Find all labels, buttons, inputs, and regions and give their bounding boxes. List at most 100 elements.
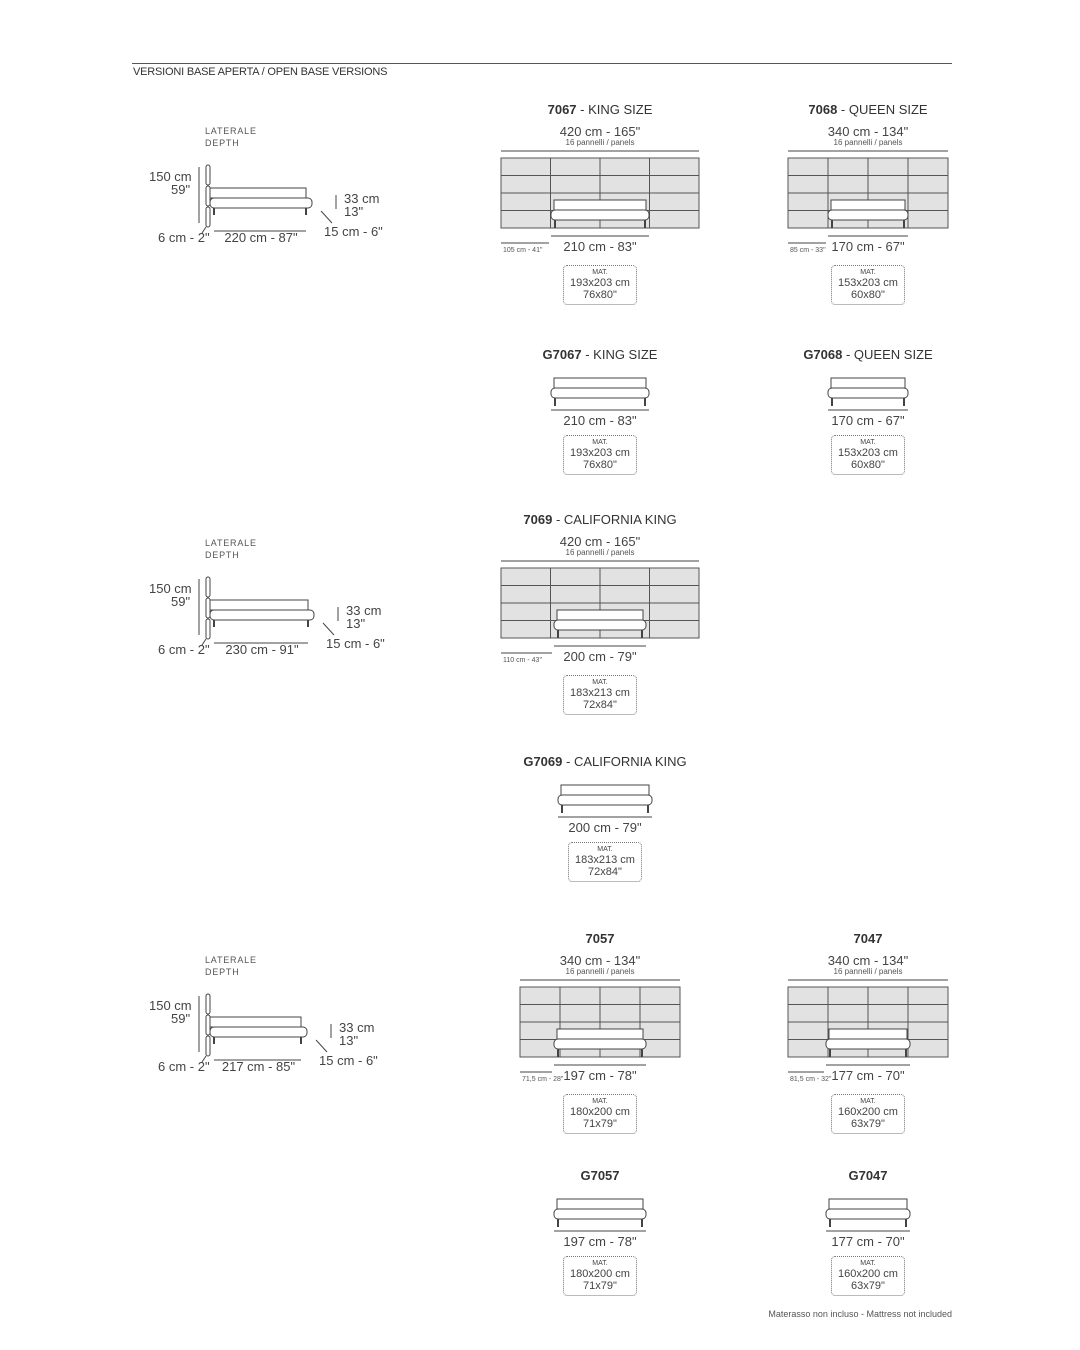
side-mattress bbox=[209, 609, 315, 621]
product-title: G7069 - CALIFORNIA KING bbox=[523, 754, 686, 769]
height-cm: 150 cm bbox=[149, 581, 192, 596]
mat-in: 72x84" bbox=[583, 699, 617, 711]
panel-width: 420 cm - 165" bbox=[559, 534, 641, 549]
mattress-height-in: 13" bbox=[344, 204, 364, 219]
clearance-line bbox=[322, 622, 335, 636]
product-size: - QUEEN SIZE bbox=[840, 102, 928, 117]
bed-mattress bbox=[550, 387, 650, 399]
bed-width: 200 cm - 79" bbox=[568, 820, 642, 835]
mat-in: 71x79" bbox=[583, 1280, 617, 1292]
mat-cm: 160x200 cm bbox=[838, 1268, 898, 1280]
product-code: 7057 bbox=[585, 931, 615, 946]
mattress-height-in: 13" bbox=[339, 1033, 359, 1048]
mat-in: 71x79" bbox=[583, 1118, 617, 1130]
bed-mattress bbox=[827, 387, 909, 399]
product-code: G7069 bbox=[523, 754, 563, 769]
bed-headboard bbox=[556, 1028, 644, 1040]
mat-label: MAT. bbox=[860, 269, 876, 276]
side-mattress bbox=[209, 1026, 308, 1038]
headboard-cushion bbox=[205, 164, 211, 186]
mat-in: 63x79" bbox=[851, 1118, 885, 1130]
bed-mattress bbox=[550, 209, 650, 221]
side-upper bbox=[209, 599, 309, 611]
mat-label: MAT. bbox=[597, 846, 613, 853]
side-offset: 71,5 cm - 28" bbox=[522, 1076, 564, 1083]
mat-in: 76x80" bbox=[583, 289, 617, 301]
product-code: 7068 bbox=[808, 102, 838, 117]
mat-label: MAT. bbox=[860, 439, 876, 446]
bed-length: 220 cm - 87" bbox=[224, 230, 298, 245]
product-size: - QUEEN SIZE bbox=[845, 347, 933, 362]
mat-label: MAT. bbox=[592, 1260, 608, 1267]
product-title: 7067 - KING SIZE bbox=[548, 102, 653, 117]
product-code: 7069 bbox=[523, 512, 553, 527]
mat-label: MAT. bbox=[592, 1098, 608, 1105]
mat-cm: 183x213 cm bbox=[570, 687, 630, 699]
headboard-depth: 6 cm - 2" bbox=[158, 230, 210, 245]
mat-cm: 180x200 cm bbox=[570, 1268, 630, 1280]
bed-width: 197 cm - 78" bbox=[563, 1234, 637, 1249]
mat-cm: 193x203 cm bbox=[570, 277, 630, 289]
panel-count: 16 pannelli / panels bbox=[565, 548, 635, 557]
product-title: G7047 bbox=[848, 1168, 887, 1183]
bed-mattress bbox=[825, 1208, 911, 1220]
bed-width: 197 cm - 78" bbox=[563, 1068, 637, 1083]
side-label-it: LATERALE bbox=[205, 955, 257, 965]
mat-cm: 180x200 cm bbox=[570, 1106, 630, 1118]
panel-width: 340 cm - 134" bbox=[559, 953, 641, 968]
product-title: 7057 bbox=[586, 931, 615, 946]
product-title: G7068 - QUEEN SIZE bbox=[803, 347, 932, 362]
bed-headboard bbox=[828, 1028, 908, 1040]
clearance: 15 cm - 6" bbox=[326, 636, 385, 651]
product-size: - KING SIZE bbox=[580, 102, 653, 117]
bed-mattress bbox=[553, 1038, 647, 1050]
headboard-cushion bbox=[205, 618, 211, 640]
mat-cm: 193x203 cm bbox=[570, 447, 630, 459]
bed-headboard bbox=[556, 609, 644, 621]
bed-headboard bbox=[830, 199, 906, 211]
mat-in: 76x80" bbox=[583, 459, 617, 471]
height-in: 59" bbox=[171, 182, 191, 197]
mat-in: 72x84" bbox=[588, 866, 622, 878]
panel-width: 420 cm - 165" bbox=[559, 124, 641, 139]
product-size: - KING SIZE bbox=[585, 347, 658, 362]
panel-count: 16 pannelli / panels bbox=[565, 138, 635, 147]
clearance: 15 cm - 6" bbox=[324, 224, 383, 239]
bed-headboard bbox=[830, 377, 906, 389]
mat-in: 60x80" bbox=[851, 289, 885, 301]
side-offset: 81,5 cm - 32" bbox=[790, 1076, 832, 1083]
headboard-depth-tick bbox=[201, 226, 207, 234]
headboard-depth: 6 cm - 2" bbox=[158, 1059, 210, 1074]
mattress-height-cm: 33 cm bbox=[339, 1020, 375, 1035]
product-code: G7068 bbox=[803, 347, 843, 362]
bed-mattress bbox=[553, 1208, 647, 1220]
mat-cm: 153x203 cm bbox=[838, 447, 898, 459]
clearance-line bbox=[315, 1039, 328, 1053]
headboard-cushion bbox=[205, 185, 211, 207]
height-cm: 150 cm bbox=[149, 169, 192, 184]
bed-headboard bbox=[556, 1198, 644, 1210]
bed-width: 210 cm - 83" bbox=[563, 239, 637, 254]
mat-cm: 153x203 cm bbox=[838, 277, 898, 289]
bed-mattress bbox=[553, 619, 647, 631]
header-rule bbox=[132, 63, 952, 64]
product-code: 7067 bbox=[547, 102, 577, 117]
side-label-en: DEPTH bbox=[205, 550, 240, 560]
product-size: - CALIFORNIA KING bbox=[566, 754, 687, 769]
bed-mattress bbox=[825, 1038, 911, 1050]
panel-count: 16 pannelli / panels bbox=[565, 967, 635, 976]
clearance: 15 cm - 6" bbox=[319, 1053, 378, 1068]
bed-width: 200 cm - 79" bbox=[563, 649, 637, 664]
bed-length: 230 cm - 91" bbox=[225, 642, 299, 657]
bed-headboard bbox=[560, 784, 650, 796]
footer-note: Materasso non incluso - Mattress not inc… bbox=[768, 1309, 952, 1319]
product-code: G7047 bbox=[848, 1168, 888, 1183]
panel-count: 16 pannelli / panels bbox=[833, 138, 903, 147]
